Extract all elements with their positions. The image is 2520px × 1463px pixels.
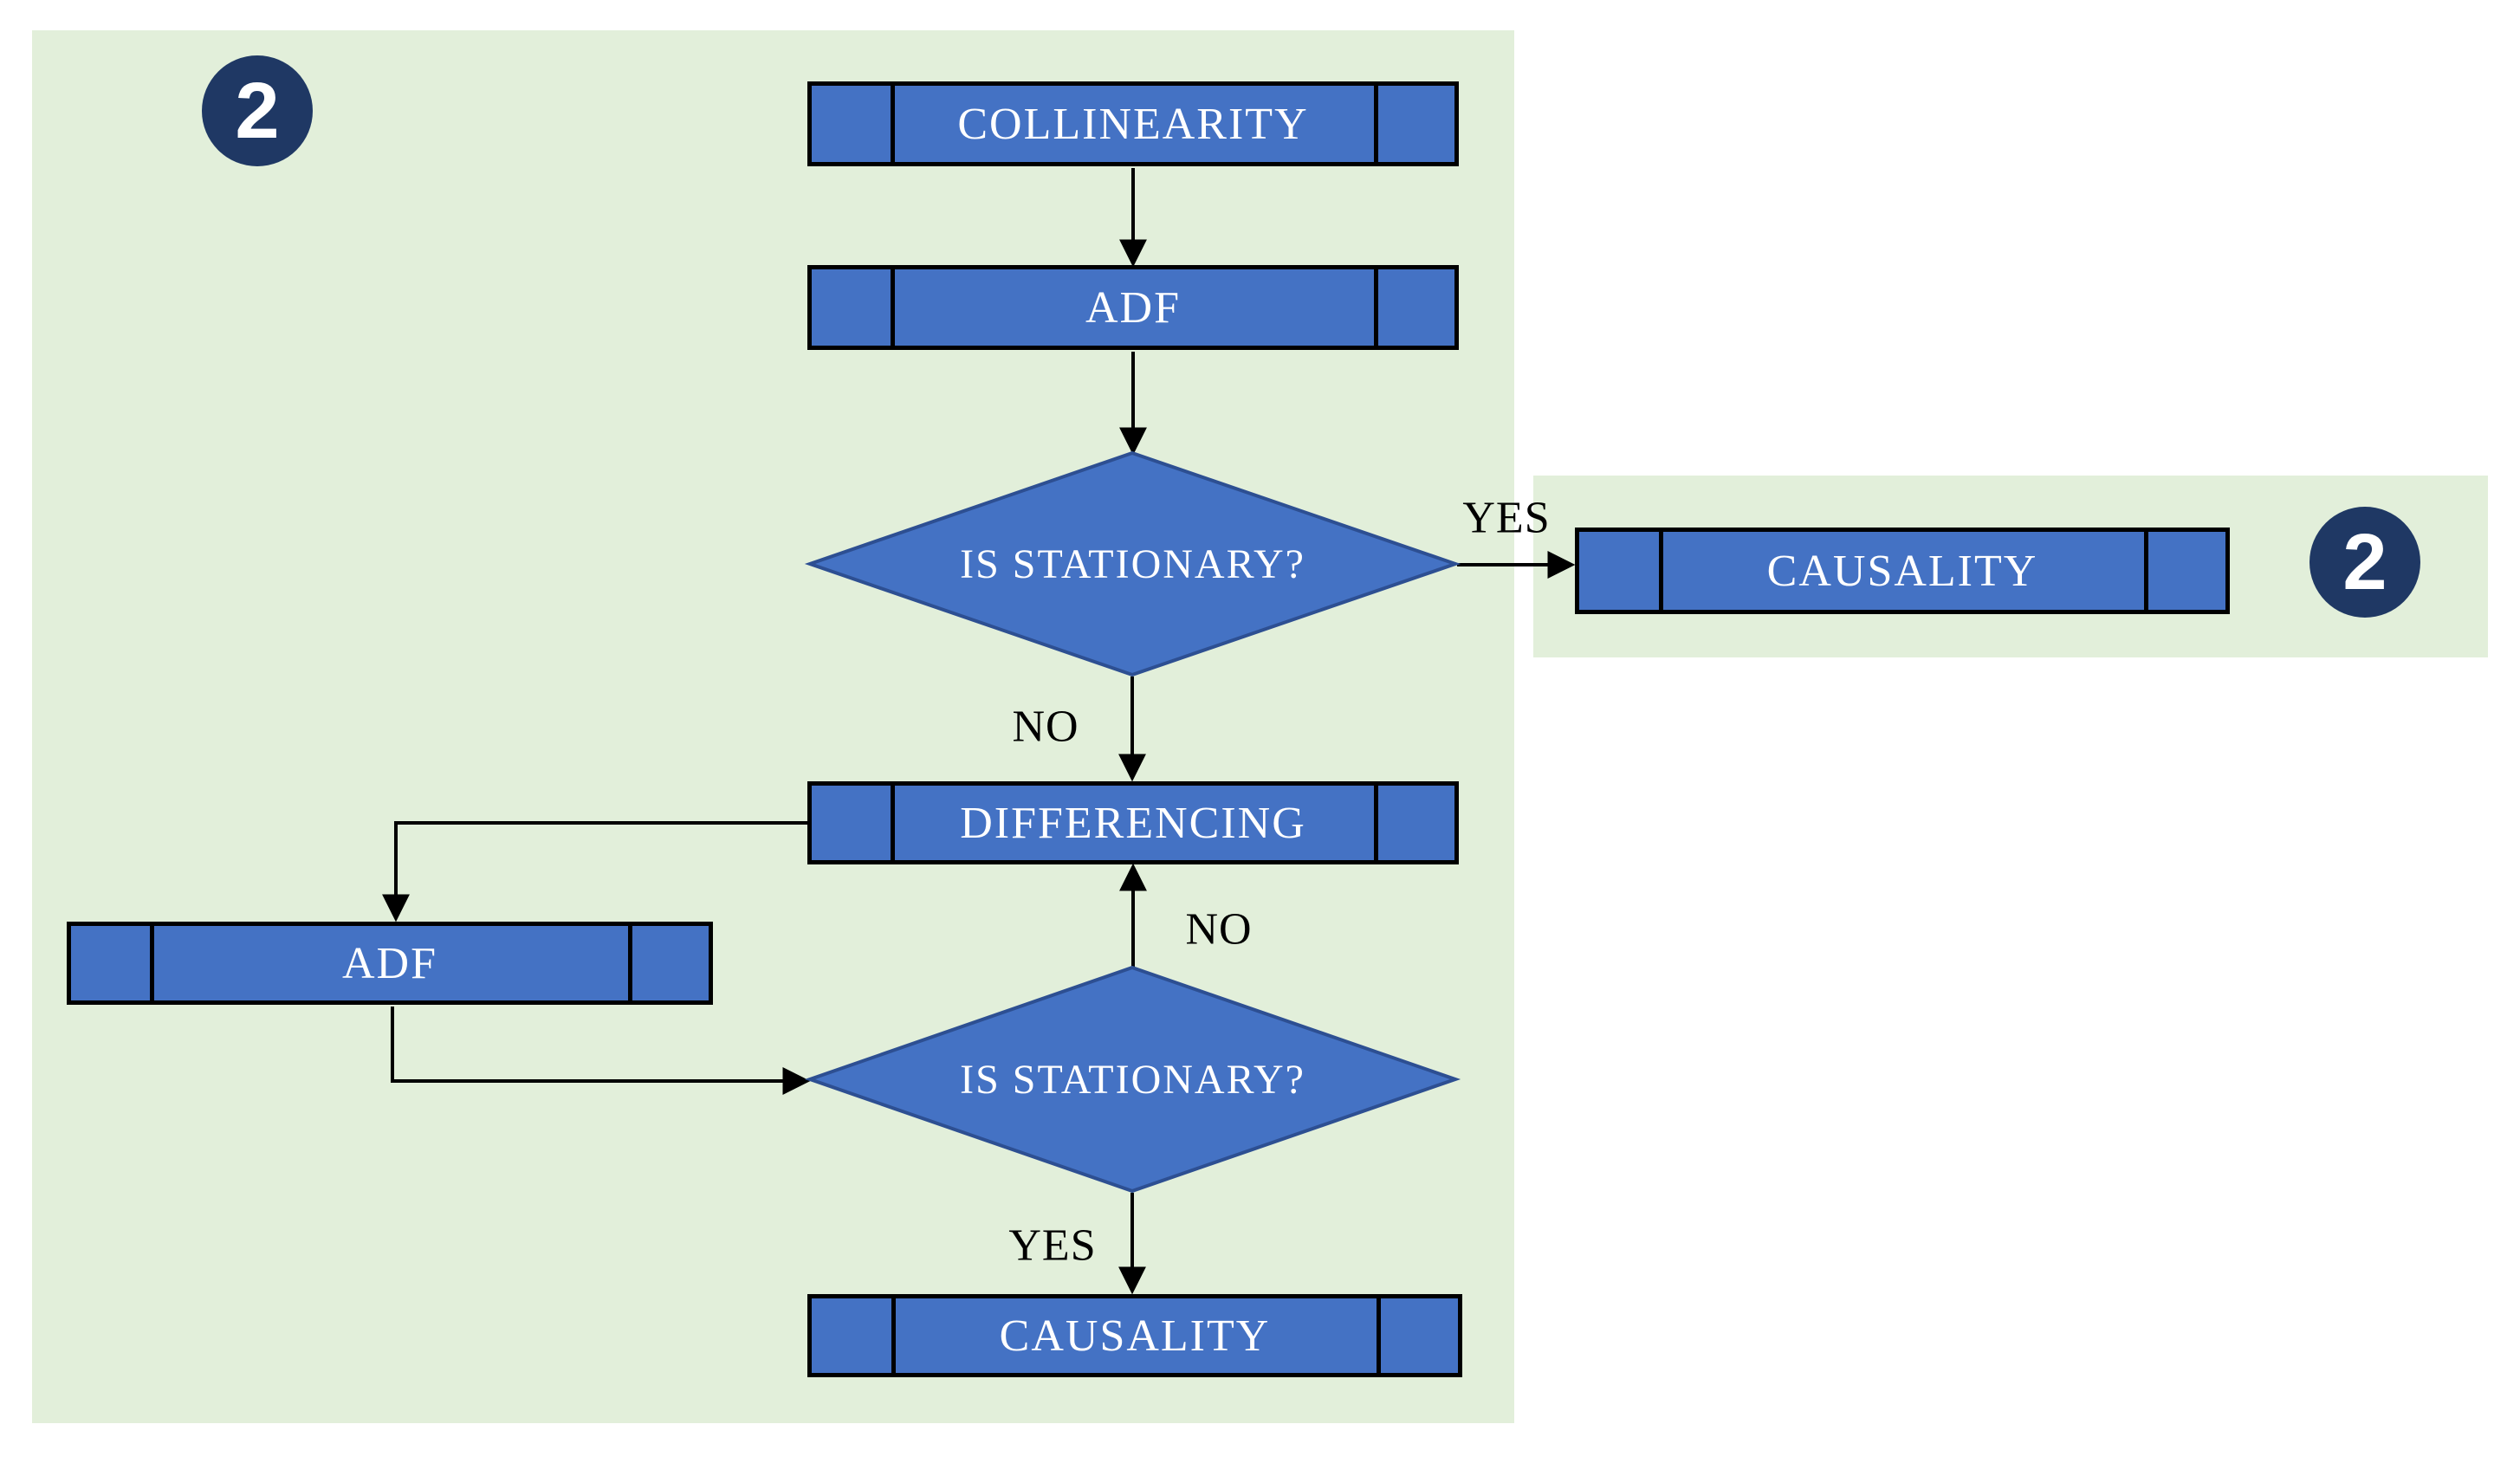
figure-number-badge-left: 2 xyxy=(202,55,313,166)
node-side-strip-line xyxy=(891,269,896,346)
decision-diamond-top xyxy=(804,450,1461,677)
node-side-strip-line xyxy=(628,926,633,1000)
arrow-differencing-to-adf-left xyxy=(382,821,807,922)
node-side-strip-line xyxy=(891,1298,896,1373)
edge-label-no-top: NO xyxy=(1012,702,1079,752)
node-side-strip-line xyxy=(1377,1298,1381,1373)
node-differencing: DIFFERENCING xyxy=(807,781,1459,864)
figure-number-badge-right: 2 xyxy=(2309,507,2420,618)
edge-label-no-bottom: NO xyxy=(1185,904,1253,955)
arrow-adf-left-to-decision-bottom xyxy=(391,1007,811,1095)
node-adf-top: ADF xyxy=(807,265,1459,350)
edge-label-yes-top: YES xyxy=(1462,493,1551,543)
node-adf-left-label: ADF xyxy=(341,938,438,988)
node-side-strip-line xyxy=(2144,532,2148,610)
node-causality-bottom: CAUSALITY xyxy=(807,1294,1462,1377)
node-adf-left: ADF xyxy=(67,922,713,1005)
node-side-strip-line xyxy=(1658,532,1663,610)
node-side-strip-line xyxy=(149,926,154,1000)
edge-label-yes-bottom: YES xyxy=(1008,1220,1097,1271)
main-green-panel xyxy=(32,30,1514,1423)
node-side-strip-line xyxy=(1373,269,1378,346)
node-causality-right-label: CAUSALITY xyxy=(1766,546,2038,596)
node-collinearity: COLLINEARITY xyxy=(807,81,1459,166)
node-causality-bottom-label: CAUSALITY xyxy=(999,1311,1271,1361)
node-side-strip-line xyxy=(891,786,896,860)
decision-diamond-bottom xyxy=(804,965,1461,1194)
node-adf-top-label: ADF xyxy=(1085,282,1182,333)
node-side-strip-line xyxy=(1373,786,1378,860)
node-collinearity-label: COLLINEARITY xyxy=(957,99,1309,149)
node-side-strip-line xyxy=(1373,86,1378,162)
node-causality-right: CAUSALITY xyxy=(1575,528,2230,614)
node-side-strip-line xyxy=(891,86,896,162)
node-differencing-label: DIFFERENCING xyxy=(960,798,1306,848)
